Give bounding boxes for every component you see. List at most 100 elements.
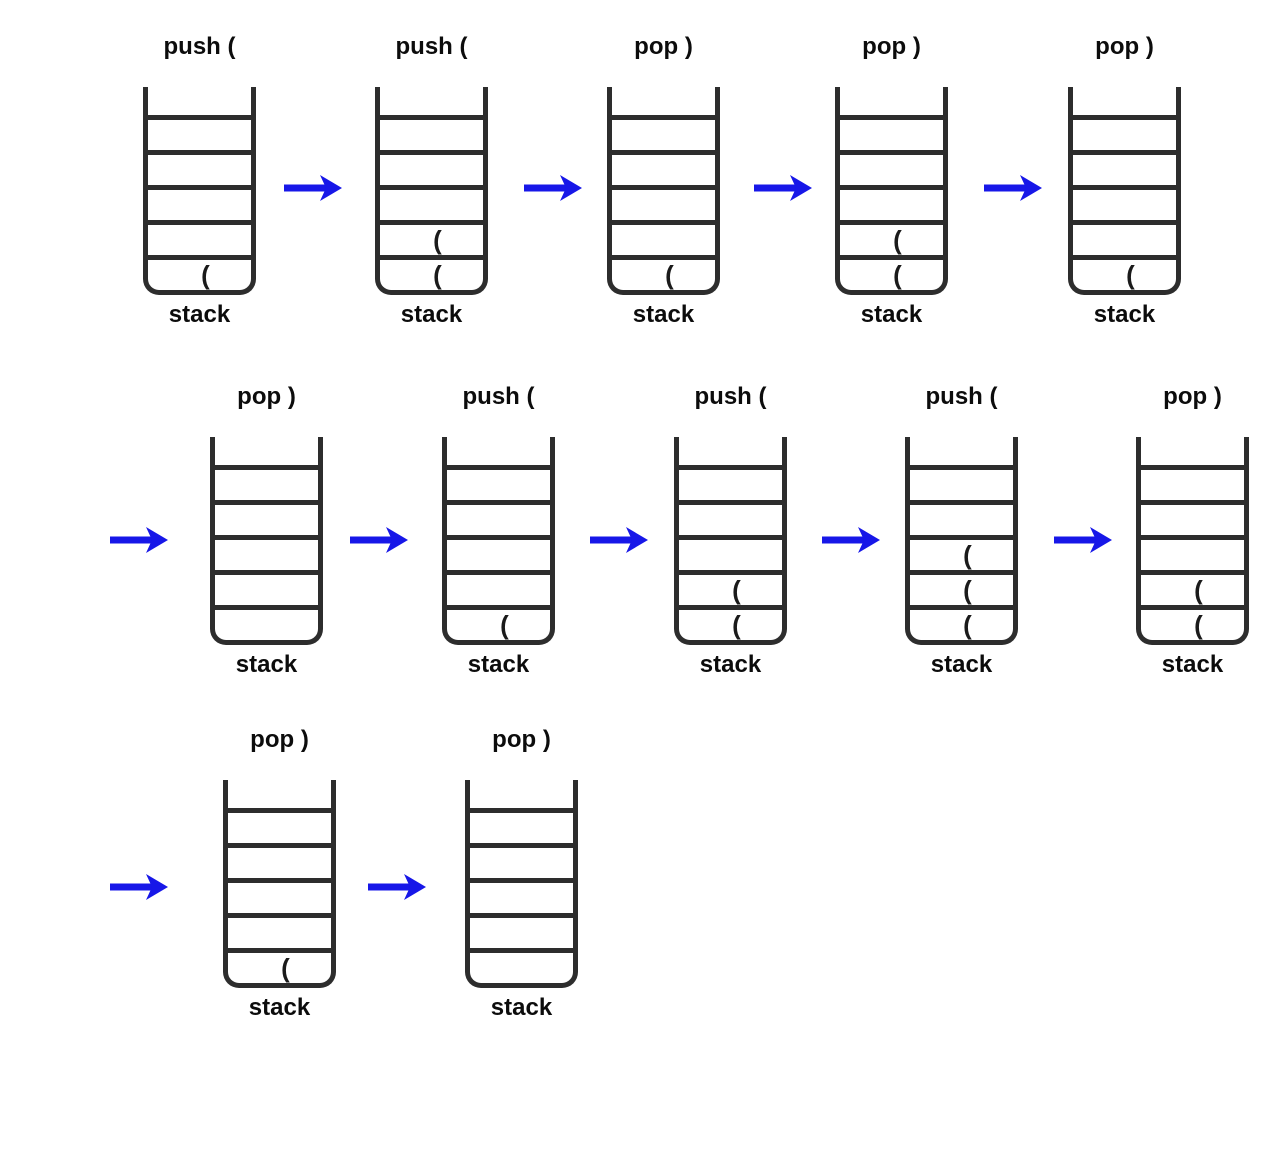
stack-cell bbox=[840, 185, 943, 220]
stack-cell: ( bbox=[910, 570, 1013, 605]
operation-label: push ( bbox=[462, 383, 535, 410]
stack-cell: ( bbox=[380, 220, 483, 255]
stack-cell bbox=[470, 913, 573, 948]
stack-cell bbox=[470, 843, 573, 878]
stack-figure-10: pop ) ( ( stack bbox=[1136, 383, 1249, 679]
stack-cell bbox=[215, 437, 318, 465]
arrow-right-icon bbox=[1054, 527, 1112, 553]
cell-value: ( bbox=[732, 575, 741, 605]
cell-value: ( bbox=[963, 610, 972, 640]
stack-cell bbox=[679, 465, 782, 500]
stack-figure-5: pop ) ( stack bbox=[1068, 33, 1181, 329]
cell-value: ( bbox=[893, 225, 902, 255]
stack-cell bbox=[1141, 535, 1244, 570]
stack-cell bbox=[148, 185, 251, 220]
stack-caption: stack bbox=[1161, 651, 1224, 678]
stack-cell bbox=[215, 465, 318, 500]
cell-value: ( bbox=[281, 953, 290, 983]
cell-value: ( bbox=[1194, 575, 1203, 605]
stack-cell bbox=[447, 465, 550, 500]
stack-cell bbox=[148, 87, 251, 115]
stack-caption: stack bbox=[248, 994, 311, 1021]
cell-value: ( bbox=[893, 260, 902, 290]
stack-cell: ( bbox=[910, 535, 1013, 570]
stack-cell bbox=[447, 437, 550, 465]
stack-well: ( ( ( bbox=[905, 437, 1018, 645]
stack-cell bbox=[1073, 185, 1176, 220]
stack-cell: ( bbox=[447, 605, 550, 640]
stack-cell bbox=[1073, 150, 1176, 185]
arrow-right-icon bbox=[110, 874, 168, 900]
stack-caption: stack bbox=[168, 301, 231, 328]
stack-cell bbox=[910, 437, 1013, 465]
stack-cell: ( bbox=[840, 255, 943, 290]
stack-cell bbox=[228, 913, 331, 948]
stack-caption: stack bbox=[490, 994, 553, 1021]
cell-value: ( bbox=[963, 540, 972, 570]
operation-label: pop ) bbox=[862, 33, 921, 60]
stack-cell bbox=[228, 878, 331, 913]
stack-well: ( bbox=[1068, 87, 1181, 295]
stack-cell: ( bbox=[228, 948, 331, 983]
stack-cell bbox=[1141, 437, 1244, 465]
stack-well: ( ( bbox=[674, 437, 787, 645]
stack-well: ( bbox=[143, 87, 256, 295]
stack-cell bbox=[679, 500, 782, 535]
operation-label: push ( bbox=[925, 383, 998, 410]
arrow-right-icon bbox=[110, 527, 168, 553]
stack-cell bbox=[215, 605, 318, 640]
stack-cell bbox=[840, 87, 943, 115]
stack-cell bbox=[1073, 87, 1176, 115]
stack-figure-7: push ( ( stack bbox=[442, 383, 555, 679]
stack-cell: ( bbox=[148, 255, 251, 290]
stack-cell: ( bbox=[380, 255, 483, 290]
stack-cell bbox=[679, 535, 782, 570]
arrow-right-icon bbox=[984, 175, 1042, 201]
stack-cell bbox=[1141, 465, 1244, 500]
stack-cell bbox=[380, 185, 483, 220]
stack-cell: ( bbox=[1141, 570, 1244, 605]
stack-cell bbox=[1141, 500, 1244, 535]
arrow-right-icon bbox=[284, 175, 342, 201]
stack-figure-1: push ( ( stack bbox=[143, 33, 256, 329]
stack-cell bbox=[380, 115, 483, 150]
stack-cell bbox=[447, 535, 550, 570]
cell-value: ( bbox=[1194, 610, 1203, 640]
stack-cell bbox=[470, 948, 573, 983]
cell-value: ( bbox=[963, 575, 972, 605]
stack-figure-2: push ( ( ( stack bbox=[375, 33, 488, 329]
stack-cell bbox=[148, 220, 251, 255]
stack-cell: ( bbox=[612, 255, 715, 290]
stack-caption: stack bbox=[632, 301, 695, 328]
cell-value: ( bbox=[433, 225, 442, 255]
stack-cell bbox=[148, 115, 251, 150]
stack-caption: stack bbox=[699, 651, 762, 678]
stack-cell bbox=[447, 570, 550, 605]
operation-label: pop ) bbox=[492, 726, 551, 753]
operation-label: pop ) bbox=[1095, 33, 1154, 60]
stack-figure-3: pop ) ( stack bbox=[607, 33, 720, 329]
arrow-right-icon bbox=[754, 175, 812, 201]
cell-value: ( bbox=[201, 260, 210, 290]
stack-cell bbox=[910, 465, 1013, 500]
stack-cell bbox=[910, 500, 1013, 535]
stack-cell: ( bbox=[1073, 255, 1176, 290]
arrow-right-icon bbox=[350, 527, 408, 553]
stack-caption: stack bbox=[860, 301, 923, 328]
stack-cell: ( bbox=[679, 605, 782, 640]
stack-cell bbox=[612, 220, 715, 255]
stack-figure-12: pop ) stack bbox=[465, 726, 578, 1022]
stack-cell bbox=[148, 150, 251, 185]
stack-well bbox=[210, 437, 323, 645]
stack-cell bbox=[215, 535, 318, 570]
stack-cell bbox=[679, 437, 782, 465]
stack-caption: stack bbox=[235, 651, 298, 678]
arrow-right-icon bbox=[590, 527, 648, 553]
stack-cell bbox=[612, 185, 715, 220]
stack-cell bbox=[1073, 220, 1176, 255]
stack-cell bbox=[470, 878, 573, 913]
stack-caption: stack bbox=[467, 651, 530, 678]
arrow-right-icon bbox=[368, 874, 426, 900]
stack-cell bbox=[228, 808, 331, 843]
